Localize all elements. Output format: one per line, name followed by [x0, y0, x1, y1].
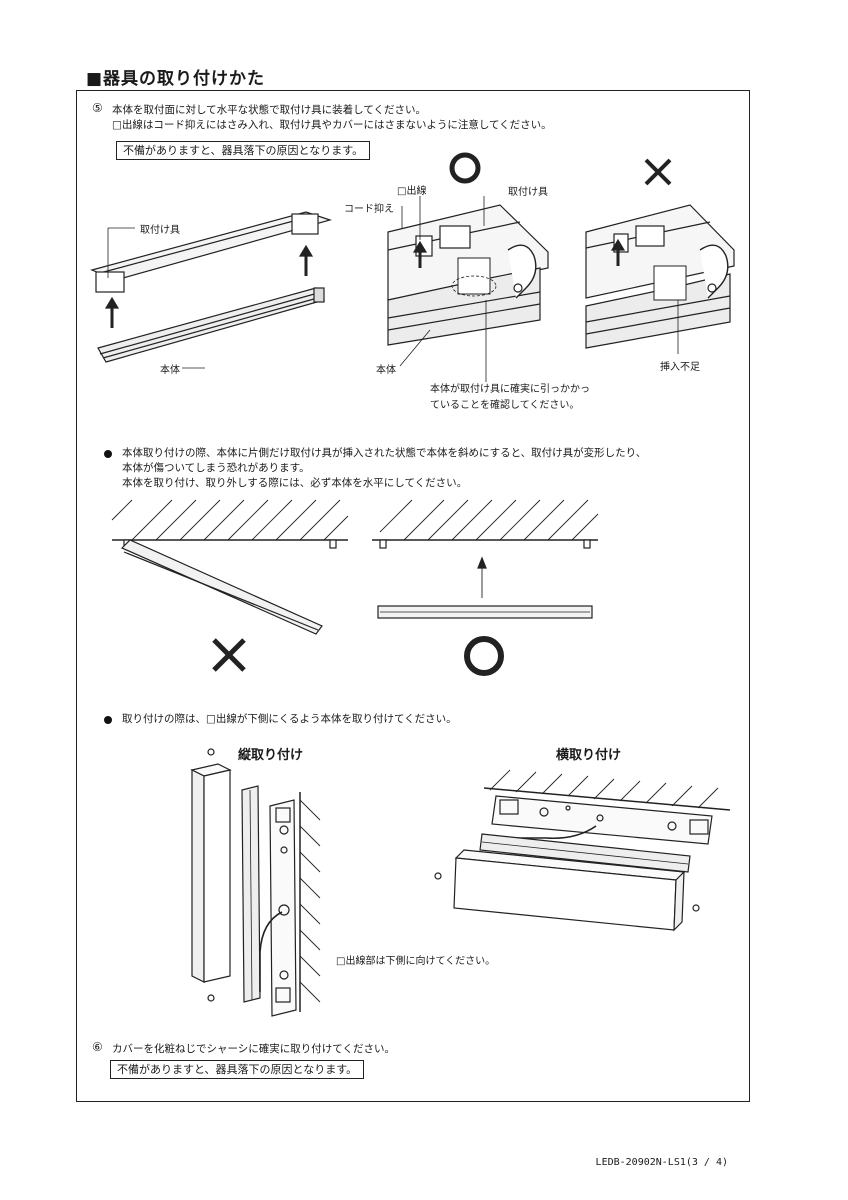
- step6-warning: 不備がありますと、器具落下の原因となります。: [110, 1060, 365, 1079]
- horizontal-mount-title: 横取り付け: [556, 748, 622, 763]
- step5-line1: 本体を取付面に対して水平な状態で取付け具に装着してください。: [112, 104, 427, 116]
- bullet2-dot: [104, 716, 112, 724]
- figure3-label-insufficient: 挿入不足: [660, 362, 700, 373]
- vertical-mount-title: 縦取り付け: [238, 748, 304, 763]
- bullet1-line2: 本体が傷ついてしまう恐れがあります。: [122, 462, 310, 474]
- bullet2-line1: 取り付けの際は、□出線が下側にくるよう本体を取り付けてください。: [122, 713, 457, 725]
- step5-line2: □出線はコード抑えにはさみ入れ、取付け具やカバーにはさまないように注意してくださ…: [112, 119, 552, 131]
- bullet1-line3: 本体を取り付け、取り外しする際には、必ず本体を水平にしてください。: [122, 477, 468, 489]
- figure2-note-line2: ていることを確認してください。: [430, 400, 580, 411]
- mount-note: □出線部は下側に向けてください。: [336, 956, 496, 967]
- figure1-label-bracket: 取付け具: [140, 225, 180, 236]
- step5-warning: 不備がありますと、器具落下の原因となります。: [116, 141, 371, 160]
- figure2-label-outlet: □出線: [397, 186, 427, 197]
- bullet1-line1: 本体取り付けの際、本体に片側だけ取付け具が挿入された状態で本体を斜めにすると、取…: [122, 447, 647, 459]
- content-frame: [76, 90, 750, 1102]
- figure1-label-body: 本体: [160, 365, 180, 376]
- figure2-label-bracket: 取付け具: [508, 187, 548, 198]
- figure2-label-body: 本体: [376, 365, 396, 376]
- section-title: ■器具の取り付けかた: [86, 69, 266, 89]
- figure2-label-cord: コード抑え: [344, 204, 394, 215]
- document-code: LEDB-20902N-LS1(3 / 4): [595, 1157, 728, 1168]
- step6-number: ⑥: [92, 1040, 103, 1054]
- step5-number: ⑤: [92, 101, 103, 115]
- step6-line1: カバーを化粧ねじでシャーシに確実に取り付けてください。: [112, 1043, 395, 1055]
- figure2-note-line1: 本体が取付け具に確実に引っかかっ: [430, 384, 590, 395]
- bullet1-dot: [104, 450, 112, 458]
